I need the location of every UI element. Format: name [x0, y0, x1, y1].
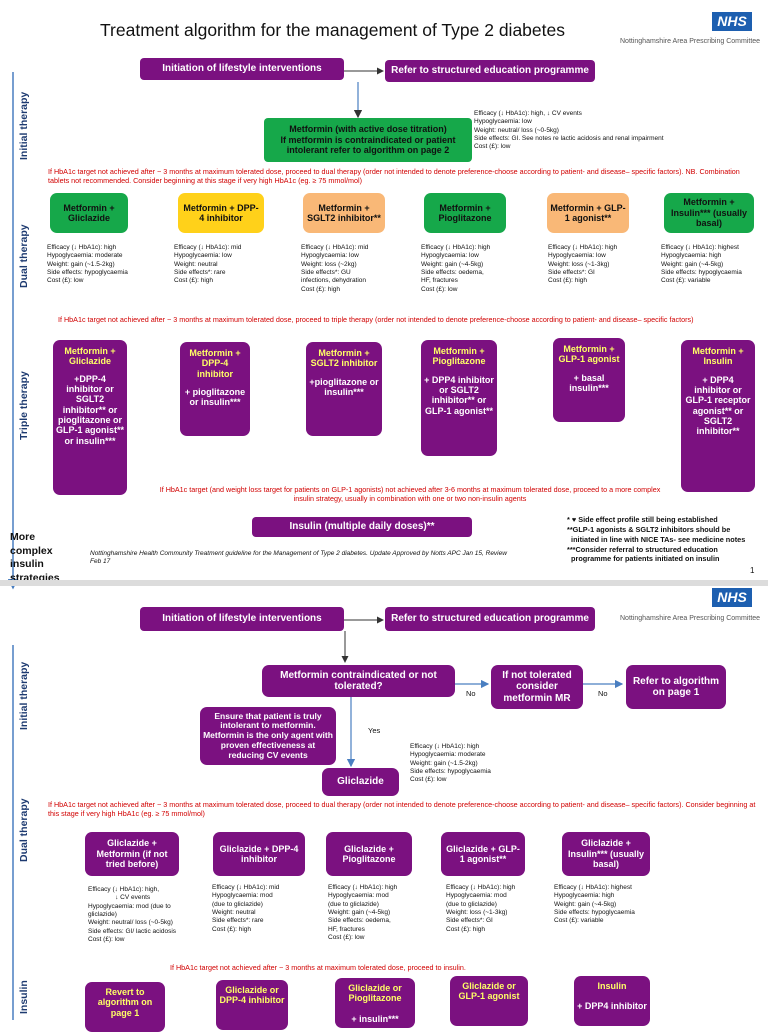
triple-warning: If HbA1c target not achieved after ~ 3 m…	[58, 315, 694, 324]
metformin-line1: Metformin (with active dose titration)	[289, 124, 447, 135]
p2-dual-box-2: Gliclazide + DPP-4 inhibitor	[213, 832, 305, 876]
no-label-1: No	[466, 689, 476, 698]
triple-body-5: + basal insulin***	[569, 372, 609, 394]
question-box: Metformin contraindicated or not tolerat…	[262, 665, 455, 697]
triple-body-4: + DPP4 inhibitor or SGLT2 inhibitor** or…	[424, 374, 494, 416]
p2-dual-note-2: Efficacy (↓ HbA1c): mid Hypoglycaemia: m…	[212, 884, 280, 933]
triple-box-5: Metformin + GLP-1 agonist + basal insulin…	[553, 338, 625, 422]
dual-box-1: Metformin + Gliclazide	[50, 193, 128, 233]
p2-dual-warning: If HbA1c target not achieved after ~ 3 m…	[48, 800, 756, 819]
side-label-triple: Triple therapy	[18, 371, 30, 440]
dual-note-2: Efficacy (↓ HbA1c): mid Hypoglycaemia: l…	[174, 244, 242, 285]
committee-name-p2: Nottinghamshire Area Prescribing Committ…	[620, 615, 761, 622]
insulin-warning: If HbA1c target (and weight loss target …	[159, 485, 661, 504]
triple-body-3: +pioglitazone or insulin***	[309, 376, 379, 398]
page-divider	[0, 580, 768, 586]
nhs-logo: NHS	[712, 12, 752, 31]
gliclazide-box: Gliclazide	[322, 768, 399, 796]
p2-dual-note-1: Efficacy (↓ HbA1c): high, ↓ CV events Hy…	[88, 886, 177, 943]
key-notes: * ♥ Side effect profile still being esta…	[567, 515, 746, 564]
p2-side-label-dual: Dual therapy	[18, 798, 30, 862]
p2-side-label-initial: Initial therapy	[18, 661, 30, 730]
side-label-initial: Initial therapy	[18, 91, 30, 160]
p2-education-box: Refer to structured education programme	[385, 607, 595, 631]
p2-dual-box-4: Gliclazide + GLP-1 agonist**	[441, 832, 525, 876]
p2-insulin-warning: If HbA1c target not achieved after ~ 3 m…	[170, 963, 466, 972]
side-label-dual: Dual therapy	[18, 224, 30, 288]
p2-insulin-head-1: Revert to algorithm on page 1	[97, 987, 153, 1018]
dual-box-5: Metformin + GLP-1 agonist**	[547, 193, 629, 233]
dual-note-5: Efficacy (↓ HbA1c): high Hypoglycaemia: …	[548, 244, 618, 285]
p2-lifestyle-box: Initiation of lifestyle interventions	[140, 607, 344, 631]
triple-box-3: Metformin + SGLT2 inhibitor +pioglitazone…	[306, 342, 382, 436]
p2-insulin-box-4: Gliclazide or GLP-1 agonist	[450, 976, 528, 1026]
no-label-2: No	[598, 689, 608, 698]
triple-body-1: +DPP-4 inhibitor or SGLT2 inhibitor** or…	[56, 373, 125, 446]
page-title: Treatment algorithm for the management o…	[100, 20, 565, 40]
p2-dual-note-4: Efficacy (↓ HbA1c): high Hypoglycaemia: …	[446, 884, 516, 933]
dual-note-6: Efficacy (↓ HbA1c): highest Hypoglycaemi…	[661, 244, 742, 285]
dual-box-4: Metformin + Pioglitazone	[424, 193, 506, 233]
triple-body-2: + pioglitazone or insulin***	[184, 387, 246, 408]
p2-insulin-box-2: Gliclazide or DPP-4 inhibitor	[216, 980, 288, 1030]
p2-insulin-head-4: Gliclazide or GLP-1 agonist	[458, 981, 520, 1002]
gliclazide-note: Efficacy (↓ HbA1c): high Hypoglycaemia: …	[410, 743, 491, 784]
triple-body-6: + DPP4 inhibitor or GLP-1 receptor agoni…	[685, 374, 751, 437]
page-number: 1	[750, 566, 755, 575]
p2-dual-box-1: Gliclazide + Metformin (if not tried bef…	[85, 832, 179, 876]
dual-note-3: Efficacy (↓ HbA1c): mid Hypoglycaemia: l…	[301, 244, 369, 293]
triple-head-2: Metformin + DPP-4 inhibitor	[189, 348, 241, 379]
p2-insulin-body-3: + insulin***	[351, 1013, 399, 1024]
triple-head-3: Metformin + SGLT2 inhibitor	[310, 348, 378, 369]
yes-label: Yes	[368, 726, 381, 735]
triple-head-5: Metformin + GLP-1 agonist	[558, 344, 620, 365]
dual-warning: If HbA1c target not achieved after ~ 3 m…	[48, 167, 740, 186]
dual-note-1: Efficacy (↓ HbA1c): high Hypoglycaemia: …	[47, 244, 128, 285]
refer-page1-box: Refer to algorithm on page 1	[626, 665, 726, 709]
page1-footer: Nottinghamshire Health Community Treatme…	[90, 550, 507, 566]
p2-insulin-box-1: Revert to algorithm on page 1	[85, 982, 165, 1032]
more-complex-label: More complex insulin strategies	[10, 531, 60, 584]
ensure-intolerant-box: Ensure that patient is truly intolerant …	[200, 707, 336, 765]
p2-insulin-box-3: Gliclazide or Pioglitazone + insulin***	[335, 978, 415, 1028]
metformin-line2: If metformin is contraindicated or patie…	[280, 134, 456, 156]
triple-head-6: Metformin + Insulin	[692, 346, 744, 367]
metformin-mr-box: If not tolerated consider metformin MR	[491, 665, 583, 709]
p2-insulin-head-3: Gliclazide or Pioglitazone	[348, 983, 402, 1004]
p2-insulin-box-5: Insulin + DPP4 inhibitor	[574, 976, 650, 1026]
p2-side-label-insulin: Insulin	[18, 980, 30, 1014]
triple-head-4: Metformin + Pioglitazone	[432, 346, 486, 367]
triple-box-4: Metformin + Pioglitazone + DPP4 inhibitor…	[421, 340, 497, 456]
metformin-note: Efficacy (↓ HbA1c): high, ↓ CV events Hy…	[474, 110, 664, 151]
p2-dual-note-5: Efficacy (↓ HbA1c): highest Hypoglycaemi…	[554, 884, 635, 925]
triple-head-1: Metformin + Gliclazide	[64, 346, 116, 367]
dual-note-4: Efficacy (↓ HbA1c): high Hypoglycaemia: …	[421, 244, 491, 293]
insulin-mdi-box: Insulin (multiple daily doses)**	[252, 517, 472, 537]
metformin-box: Metformin (with active dose titration) I…	[264, 118, 472, 162]
dual-box-3: Metformin + SGLT2 inhibitor**	[303, 193, 385, 233]
p2-insulin-body-5: + DPP4 inhibitor	[577, 1001, 647, 1012]
dual-box-2: Metformin + DPP-4 inhibitor	[178, 193, 264, 233]
lifestyle-box: Initiation of lifestyle interventions	[140, 58, 344, 80]
committee-name: Nottinghamshire Area Prescribing Committ…	[620, 38, 761, 45]
triple-box-6: Metformin + Insulin + DPP4 inhibitor or G…	[681, 340, 755, 492]
p2-insulin-head-5: Insulin	[597, 981, 627, 991]
p2-dual-box-5: Gliclazide + Insulin*** (usually basal)	[562, 832, 650, 876]
education-box: Refer to structured education programme	[385, 60, 595, 82]
p2-dual-box-3: Gliclazide + Pioglitazone	[326, 832, 412, 876]
triple-box-1: Metformin + Gliclazide +DPP-4 inhibitor o…	[53, 340, 127, 495]
p2-dual-note-3: Efficacy (↓ HbA1c): high Hypoglycaemia: …	[328, 884, 398, 941]
nhs-logo-p2: NHS	[712, 588, 752, 607]
dual-box-6: Metformin + Insulin*** (usually basal)	[664, 193, 754, 233]
p2-insulin-head-2: Gliclazide or DPP-4 inhibitor	[219, 985, 285, 1006]
triple-box-2: Metformin + DPP-4 inhibitor + pioglitazon…	[180, 342, 250, 436]
